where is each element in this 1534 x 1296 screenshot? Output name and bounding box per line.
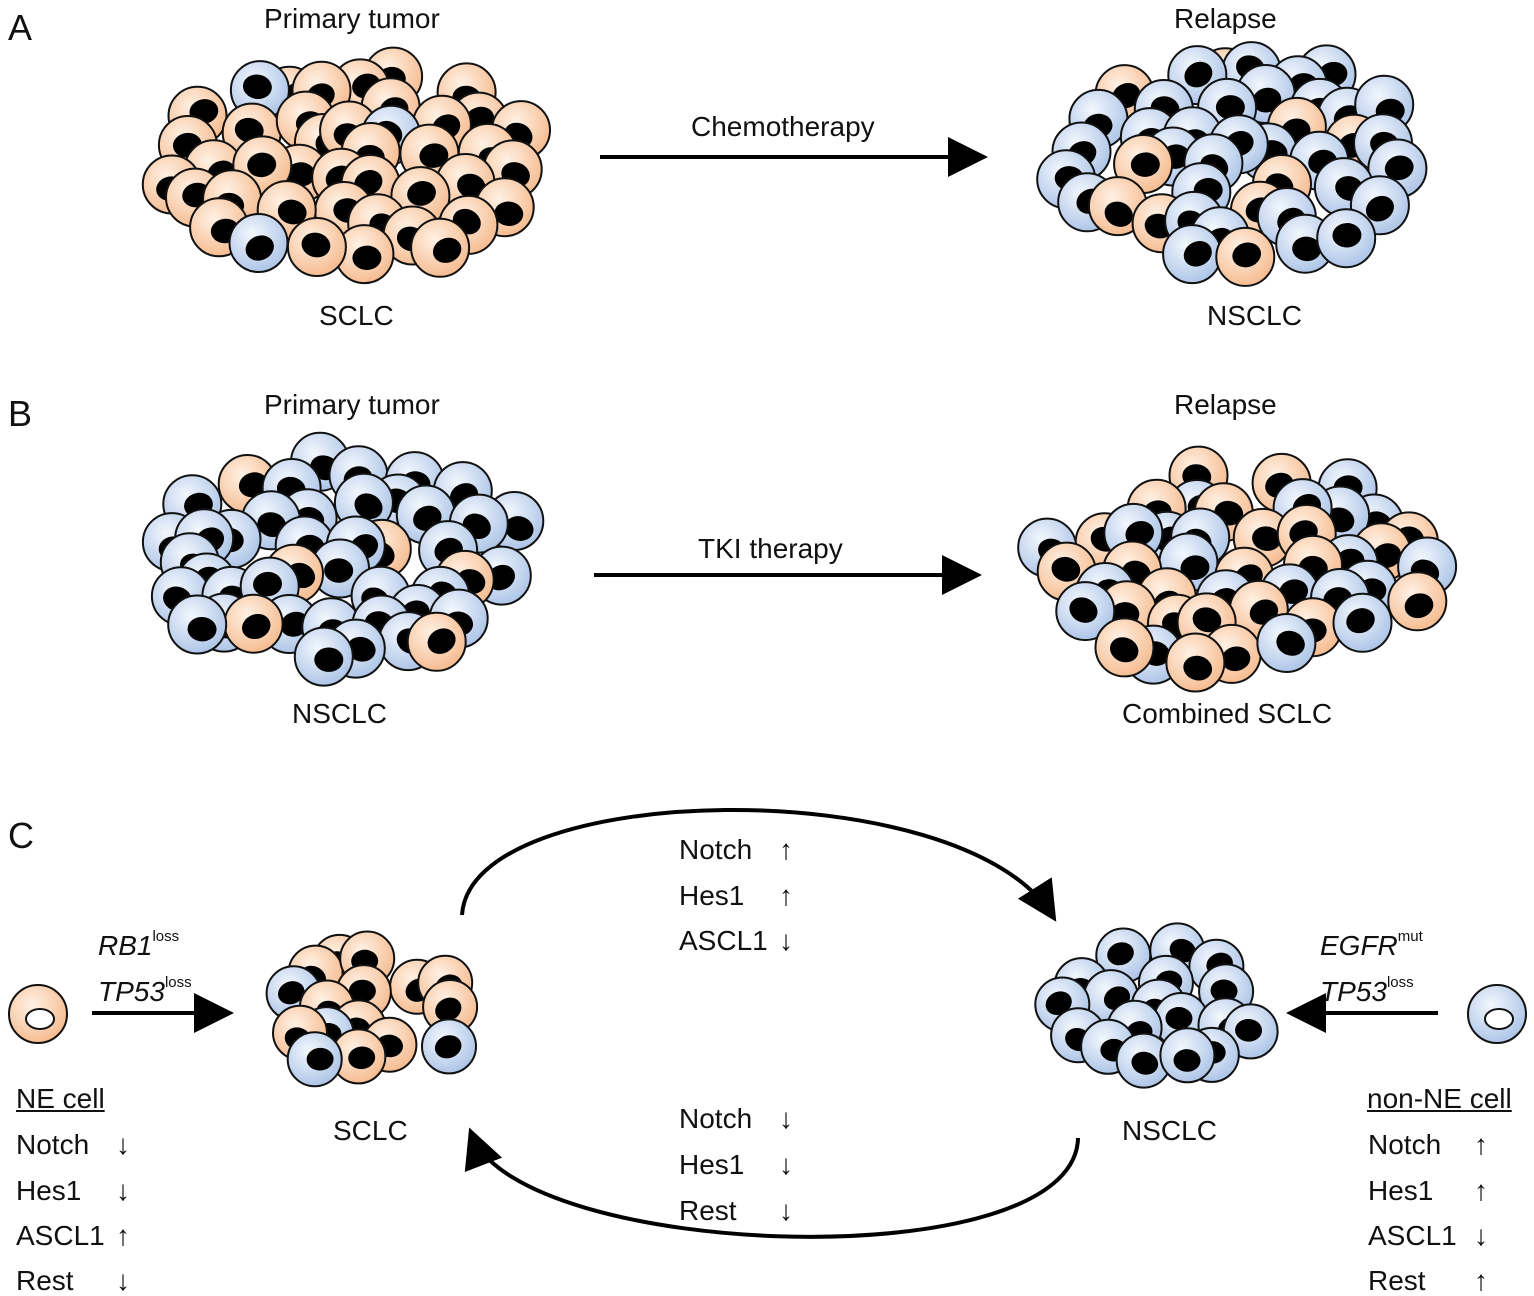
panel-a-right-title: Relapse <box>1174 3 1277 34</box>
ne-marker-arrow: ↓ <box>116 1175 130 1206</box>
non-ne-marker-arrow: ↑ <box>1474 1265 1488 1296</box>
bottom-marker-label: Notch <box>679 1103 753 1134</box>
non-ne-cell <box>1316 208 1377 269</box>
ne-cell <box>1215 226 1276 287</box>
panel-a-left-caption: SCLC <box>319 300 394 331</box>
non-ne-marker-label: Notch <box>1368 1129 1442 1160</box>
ne-marker-label: Rest <box>16 1265 74 1296</box>
ne-cell <box>410 217 471 278</box>
top-marker-label: Notch <box>679 834 753 865</box>
non-ne-cell <box>286 1031 343 1088</box>
nsclc-to-sclc-curved-arrow <box>464 1127 1080 1239</box>
ne-cell <box>422 979 479 1035</box>
non-ne-marker-arrow: ↑ <box>1474 1175 1488 1206</box>
non-ne-cell-icon <box>1467 984 1527 1044</box>
cluster-b-primary-nsclc <box>141 431 545 687</box>
panel-a-right-caption: NSCLC <box>1207 300 1302 331</box>
top-marker-arrow: ↑ <box>779 834 793 865</box>
ne-cell <box>406 611 467 672</box>
panel-c-sclc-caption: SCLC <box>333 1115 408 1146</box>
ne-cell-title: NE cell <box>16 1083 105 1114</box>
ne-marker-arrow: ↓ <box>116 1129 130 1160</box>
panel-b-right-caption: Combined SCLC <box>1122 698 1333 729</box>
panel-label-a: A <box>8 7 33 48</box>
panel-a-left-title: Primary tumor <box>264 3 440 34</box>
panel-c-nsclc-caption: NSCLC <box>1122 1115 1217 1146</box>
panel-label-c: C <box>8 815 34 856</box>
cluster-a-relapse-nsclc <box>1036 41 1428 287</box>
sclc-to-nsclc-curved-arrow <box>460 807 1057 922</box>
panel-b-arrow-label: TKI therapy <box>698 533 843 564</box>
top-marker-label: Hes1 <box>679 880 745 911</box>
ne-cell <box>334 224 395 285</box>
panel-label-b: B <box>8 393 33 434</box>
ne-marker-label: Notch <box>16 1129 90 1160</box>
non-ne-marker-arrow: ↑ <box>1474 1129 1488 1160</box>
top-marker-arrow: ↑ <box>779 880 793 911</box>
gene-tp53-left: TP53loss <box>98 973 192 1007</box>
non-ne-marker-label: ASCL1 <box>1368 1220 1457 1251</box>
non-ne-cell <box>1256 613 1317 673</box>
ne-marker-label: ASCL1 <box>16 1220 105 1251</box>
ne-cell <box>1165 632 1226 693</box>
non-ne-marker-label: Hes1 <box>1368 1175 1434 1206</box>
non-ne-cell <box>167 594 228 655</box>
ne-cell <box>330 1028 387 1085</box>
non-ne-cell <box>421 1018 477 1075</box>
bottom-marker-label: Rest <box>679 1195 737 1226</box>
gene-egfr: EGFRmut <box>1320 927 1423 961</box>
top-marker-label: ASCL1 <box>679 925 768 956</box>
non-ne-cell <box>1115 1032 1172 1089</box>
cluster-b-relapse-combined-sclc <box>1017 445 1458 693</box>
cluster-c-nsclc <box>1034 922 1279 1089</box>
non-ne-cell <box>1159 1027 1216 1084</box>
ne-cell <box>223 593 284 654</box>
ne-marker-arrow: ↑ <box>116 1220 130 1251</box>
non-ne-cell-title: non-NE cell <box>1367 1083 1512 1114</box>
bottom-marker-label: Hes1 <box>679 1149 745 1180</box>
panel-b-right-title: Relapse <box>1174 389 1277 420</box>
top-marker-arrow: ↓ <box>779 925 793 956</box>
non-ne-cell <box>293 626 354 687</box>
cluster-a-primary-sclc <box>141 46 551 285</box>
non-ne-marker-arrow: ↓ <box>1474 1220 1488 1251</box>
ne-cell <box>286 217 347 277</box>
bottom-marker-arrow: ↓ <box>779 1103 793 1134</box>
gene-tp53-right: TP53loss <box>1320 973 1414 1007</box>
bottom-marker-arrow: ↓ <box>779 1195 793 1226</box>
non-ne-cell <box>1162 224 1223 285</box>
panel-a-arrow-label: Chemotherapy <box>691 111 875 142</box>
non-ne-marker-label: Rest <box>1368 1265 1426 1296</box>
cluster-c-sclc <box>265 930 479 1088</box>
ne-cell-icon <box>8 984 68 1044</box>
ne-marker-label: Hes1 <box>16 1175 82 1206</box>
panel-b-left-title: Primary tumor <box>264 389 440 420</box>
gene-rb1: RB1loss <box>98 927 180 961</box>
non-ne-cell <box>228 213 289 273</box>
ne-cell <box>1094 617 1155 678</box>
non-ne-cell <box>1332 592 1393 653</box>
ne-marker-arrow: ↓ <box>116 1265 130 1296</box>
ne-cell <box>1387 571 1448 632</box>
bottom-marker-arrow: ↓ <box>779 1149 793 1180</box>
non-ne-cell <box>1055 581 1116 642</box>
panel-b-left-caption: NSCLC <box>292 698 387 729</box>
